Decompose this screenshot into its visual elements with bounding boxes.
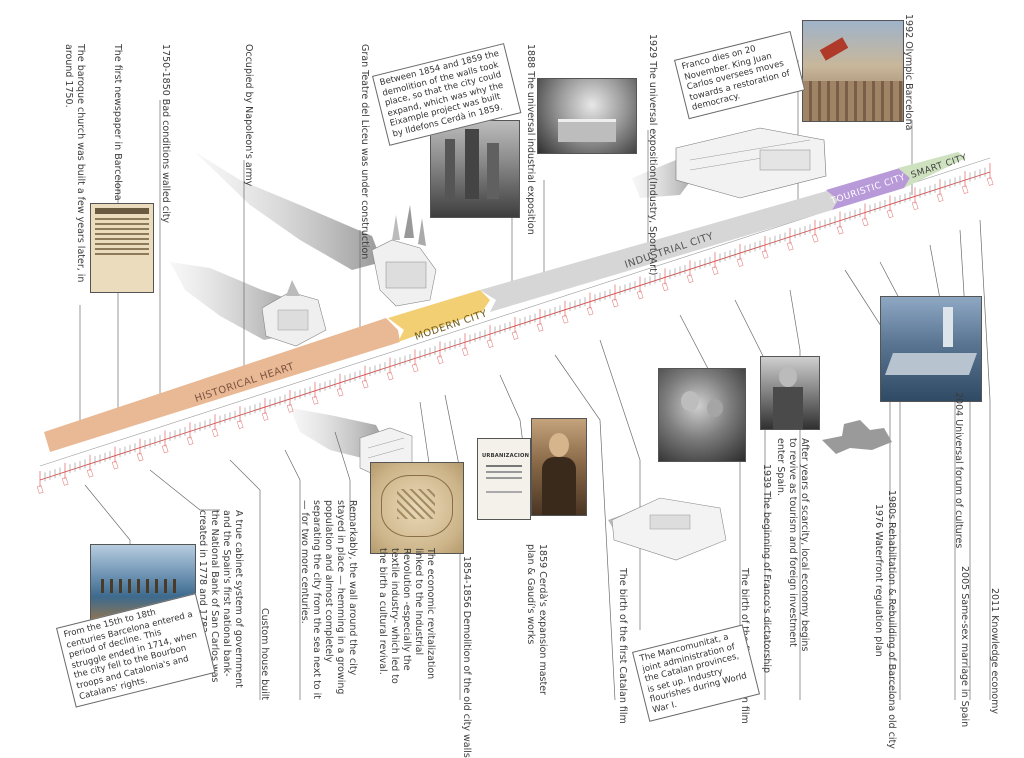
timeline-tick-marker <box>911 201 919 211</box>
barcelona-timeline-diagram: HISTORICAL HEART MODERN CITY INDUSTRIAL … <box>36 14 1000 758</box>
band-industrial-city <box>480 190 838 312</box>
timeline-tick-marker <box>811 233 819 243</box>
label-expo-1929: 1929 The universal exposition(Industry, … <box>647 34 658 276</box>
timeline-tick-marker <box>536 323 544 332</box>
label-walled-city: 1750-1850 Bad conditions walled city <box>160 44 171 224</box>
timeline-tick-marker <box>386 371 394 381</box>
cerda-document: URBANIZACION <box>477 438 531 520</box>
document-title: URBANIZACION <box>482 453 530 459</box>
band-touristic-city <box>826 168 910 210</box>
timeline-tick-marker <box>461 347 469 356</box>
label-revitalization: The economic revitalization linked to th… <box>377 548 436 684</box>
cerda-portrait <box>531 418 587 516</box>
label-baroque: The baroque church was built a few years… <box>63 44 86 283</box>
label-newspaper: The first newspaper in Barcelona <box>112 44 123 201</box>
timeline-tick-marker <box>736 258 744 267</box>
band-smart-city <box>898 152 966 188</box>
timeline-tick-marker <box>786 242 794 251</box>
label-demolition-old: 1854-1856 Demolition of the old city wal… <box>461 556 472 758</box>
newspaper-image <box>90 203 154 293</box>
timeline-tick-marker <box>886 209 894 219</box>
timeline-tick-marker <box>586 306 594 316</box>
timeline-tick-marker <box>836 225 844 235</box>
timeline-tick-marker <box>436 355 444 365</box>
label-knowledge: 2011 Knowledge economy <box>989 588 1000 715</box>
label-rehab: 1980s Rehabiltation & Rebuilding of Barc… <box>886 490 897 749</box>
building-church <box>261 280 327 347</box>
timeline-tick-marker <box>936 193 944 202</box>
label-olympic: 1992 Olympic Barcelona <box>903 14 914 131</box>
timeline-tick-marker <box>336 387 344 397</box>
label-same-sex: 2005 Same-sex marriage in Spain <box>959 566 970 728</box>
timeline-tick-marker <box>311 396 319 405</box>
label-scarcity: After years of scarcity, local economy b… <box>775 438 810 652</box>
crowd-photo <box>658 368 746 462</box>
timeline-tick-marker <box>161 444 169 454</box>
timeline-tick-marker <box>661 282 669 292</box>
timeline-tick-marker <box>961 185 969 194</box>
timeline-tick-marker <box>686 274 694 284</box>
label-forum: 2004 Universal forum of cultures <box>953 392 964 549</box>
timeline-graphics: HISTORICAL HEART MODERN CITY INDUSTRIAL … <box>36 60 994 701</box>
band-historical-heart <box>44 318 400 452</box>
building-mancomunitat <box>611 497 727 561</box>
label-wall-stayed: Remarkably, the wall around the city sta… <box>299 500 358 700</box>
building-sagrada <box>371 205 437 307</box>
label-franco-dictatorship: 1939 The beginning of Franco's dictators… <box>761 464 772 674</box>
label-napoleon: Occupied by Napoleon's army <box>243 44 254 187</box>
timeline-tick-marker <box>611 298 619 308</box>
label-cerda: 1859 Cerdà's expansion master plan & Gau… <box>525 544 548 695</box>
timeline-tick-marker <box>286 404 294 413</box>
band-modern-city <box>388 290 490 342</box>
timeline-tick-marker <box>86 469 94 478</box>
timeline-tick-marker <box>186 436 194 446</box>
label-waterfront: 1976 Waterfront regulation plan <box>873 504 884 657</box>
olympic-photo <box>802 20 904 122</box>
timeline-tick-marker <box>111 460 119 470</box>
period-bands <box>44 152 966 452</box>
timeline-tick-marker <box>136 452 144 462</box>
forum-photo <box>880 296 982 402</box>
timeline-tick-marker <box>861 217 869 227</box>
timeline-tick-marker <box>561 315 569 324</box>
gothic-quarter-photo <box>430 120 520 218</box>
timeline-tick-marker <box>236 420 244 429</box>
timeline-tick-marker <box>411 363 419 373</box>
timeline-tick-marker <box>61 477 69 486</box>
label-liceu: Gran Teatre del Liceu was under construc… <box>359 44 370 260</box>
timeline-tick-marker <box>636 290 644 300</box>
building-forum-plan <box>822 420 892 454</box>
timeline-tick-marker <box>986 177 994 186</box>
timeline-axis <box>36 157 994 494</box>
label-expo-1888: 1888 The universal industrial exposition <box>525 44 536 235</box>
timeline-tick-marker <box>36 485 44 494</box>
timeline-tick-marker <box>486 339 494 348</box>
timeline-tick-marker <box>511 331 519 340</box>
timeline-tick-marker <box>711 266 719 275</box>
timeline-tick-marker <box>761 250 769 259</box>
expo-1888-photo <box>537 78 637 154</box>
label-custom-house: Custom house built <box>259 608 270 701</box>
timeline-tick-marker <box>211 428 219 438</box>
label-first-film: The birth of the first Catalan film <box>617 568 628 724</box>
old-map-image <box>370 462 464 554</box>
timeline-tick-marker <box>361 379 369 389</box>
franco-photo <box>760 356 820 430</box>
building-industrial-block <box>675 127 827 199</box>
timeline-tick-marker <box>261 412 269 421</box>
